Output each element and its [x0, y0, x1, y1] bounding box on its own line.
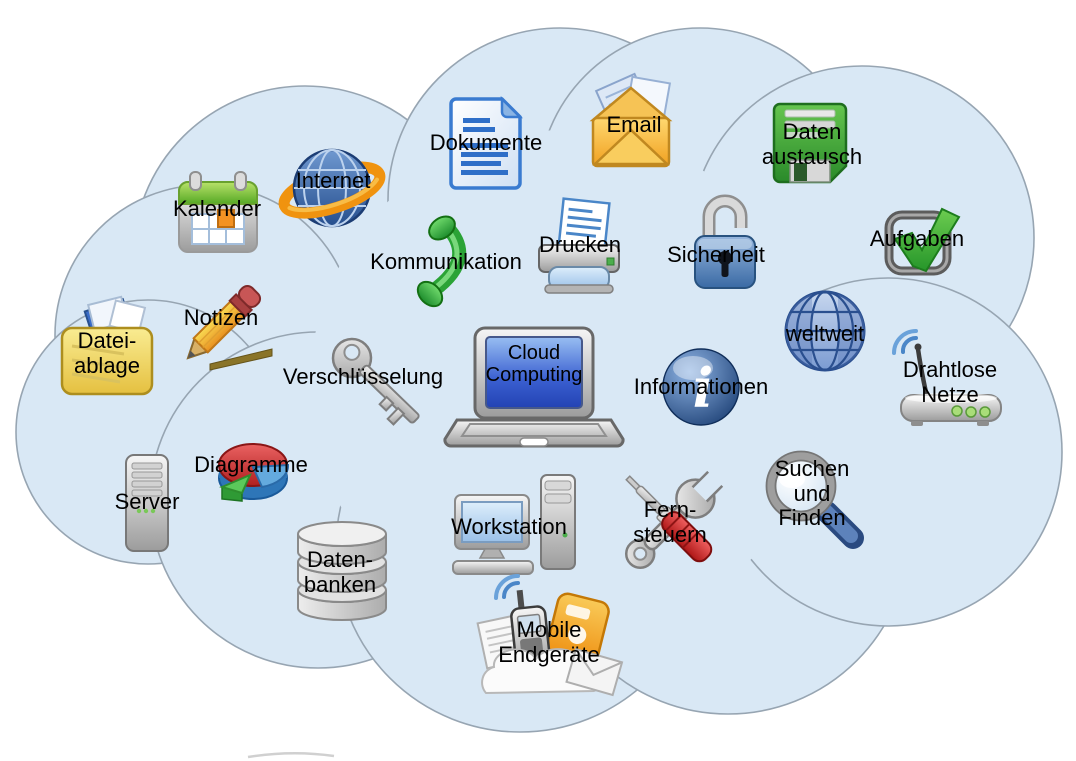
- magnifier-icon: [765, 450, 864, 549]
- item-kommunikation: Kommunikation: [370, 215, 522, 308]
- info-sphere-icon: i: [662, 348, 740, 426]
- item-mobile: Mobile Endgeräte: [476, 574, 624, 701]
- item-daten-austausch: Daten austausch: [762, 100, 862, 186]
- item-suchen: Suchen und Finden: [761, 446, 864, 549]
- item-notizen: Notizen: [176, 278, 274, 371]
- workstation-icon: [452, 474, 576, 575]
- item-label: Server: [114, 489, 180, 514]
- item-label: Notizen: [183, 305, 259, 330]
- mobile-devices-icon: [476, 574, 624, 697]
- item-weltweit: weltweit: [782, 285, 868, 377]
- pencil-icon: [186, 284, 273, 371]
- folder-icon: [60, 295, 154, 396]
- envelope-icon: [589, 72, 673, 168]
- item-label: Drahtlose Netze: [902, 357, 998, 407]
- item-label: Daten austausch: [761, 119, 863, 169]
- item-drucken: Drucken: [533, 197, 625, 295]
- item-sicherheit: Sicherheit: [667, 186, 765, 292]
- phone-handset-icon: [416, 215, 467, 308]
- item-server: Server: [115, 453, 179, 553]
- item-fern-steuern: Fern- steuern: [618, 466, 724, 572]
- pie-chart-icon: [218, 443, 290, 502]
- wireframe-globe-icon: [784, 290, 866, 372]
- item-label: Internet: [295, 168, 371, 193]
- printer-icon: [538, 197, 620, 294]
- laptop-screen-label: Cloud Computing: [485, 342, 583, 387]
- item-datenbanken: Daten- banken: [291, 516, 393, 622]
- item-label: Fern- steuern: [633, 497, 707, 547]
- item-datei-ablage: Datei- ablage: [58, 295, 158, 400]
- item-label: Daten- banken: [303, 547, 377, 597]
- key-icon: [331, 337, 420, 426]
- item-label: Verschlüsselung: [282, 364, 444, 389]
- tools-icon: [624, 470, 724, 570]
- item-label: Informationen: [633, 374, 769, 399]
- laptop-icon: [443, 326, 625, 448]
- item-label: Dokumente: [429, 130, 543, 155]
- item-label: Drucken: [539, 232, 621, 257]
- item-aufgaben: Aufgaben: [870, 202, 964, 276]
- document-icon: [449, 95, 524, 190]
- floppy-disk-icon: [772, 102, 848, 184]
- svg-text:i: i: [693, 356, 714, 420]
- wireless-router-icon: [892, 329, 1002, 426]
- item-label: Email: [606, 112, 662, 137]
- padlock-icon: [694, 194, 756, 289]
- item-kalender: Kalender: [172, 170, 262, 256]
- item-dokumente: Dokumente: [430, 95, 542, 190]
- item-label: Suchen und Finden: [774, 456, 850, 531]
- server-tower-icon: [125, 454, 169, 552]
- checkbox-icon: [884, 207, 961, 276]
- item-label: Kommunikation: [370, 249, 522, 274]
- calendar-icon: [178, 171, 258, 253]
- database-icon: [297, 521, 387, 621]
- item-workstation: Workstation: [451, 473, 577, 575]
- item-label: Mobile Endgeräte: [498, 617, 600, 667]
- item-label: Workstation: [451, 514, 567, 539]
- item-label: Kalender: [172, 196, 262, 221]
- item-internet: Internet: [278, 142, 386, 234]
- item-drahtlose-netze: Drahtlose Netze: [892, 329, 1007, 429]
- item-label: Datei- ablage: [73, 328, 141, 378]
- item-verschluesselung: Verschlüsselung: [283, 333, 443, 429]
- item-label: Diagramme: [194, 452, 308, 477]
- item-email: Email: [588, 72, 674, 172]
- bottom-artifact-arc: [247, 752, 335, 759]
- item-label: Aufgaben: [869, 226, 965, 251]
- item-diagramme: Diagramme: [194, 423, 308, 511]
- item-label: Sicherheit: [667, 242, 765, 267]
- item-informationen: i Informationen: [634, 343, 768, 429]
- globe-orbit-icon: [278, 148, 386, 228]
- item-cloud-computing-laptop: Cloud Computing: [443, 326, 625, 452]
- item-label: weltweit: [785, 321, 865, 346]
